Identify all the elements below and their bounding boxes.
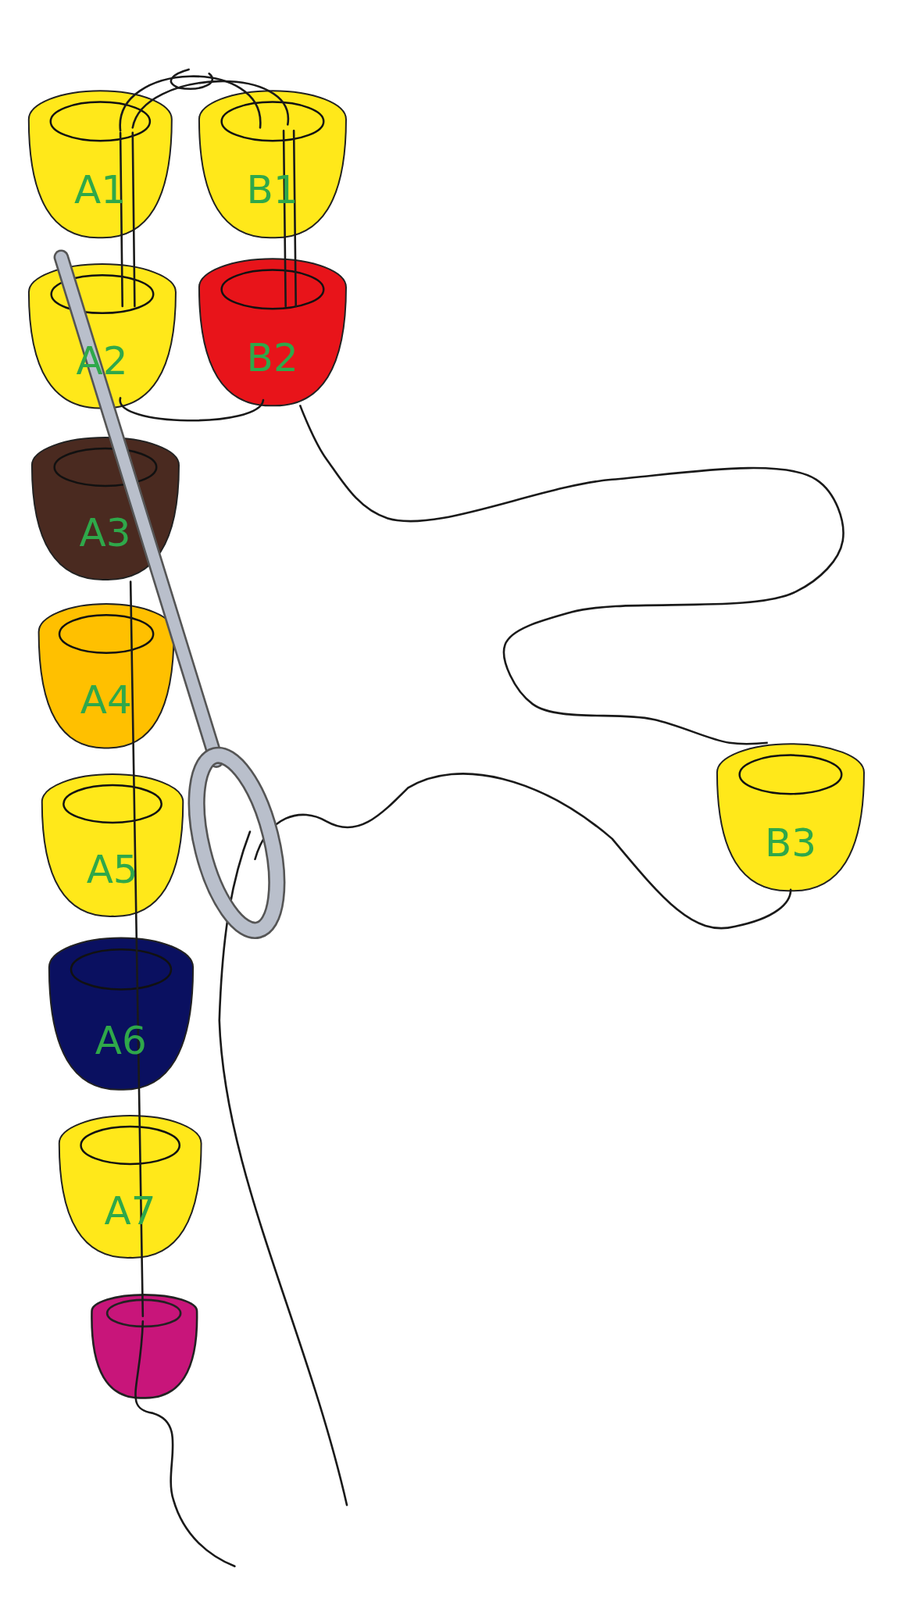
magenta-bead <box>91 1294 197 1398</box>
thread <box>120 76 261 132</box>
bead: A6 <box>46 933 197 1092</box>
bead-shape <box>714 739 868 893</box>
bead-label: B1 <box>246 170 299 210</box>
thread <box>254 773 791 929</box>
bead: A5 <box>39 770 186 918</box>
bead-shape <box>196 254 350 408</box>
thread <box>299 404 844 744</box>
bead-shape <box>39 770 186 918</box>
bead-shape <box>25 260 179 411</box>
bead: A3 <box>28 433 183 582</box>
thread <box>120 397 264 421</box>
bead-label: A4 <box>80 680 133 720</box>
bead: B1 <box>196 86 350 240</box>
bead-label: A3 <box>79 513 132 553</box>
bead-shape <box>196 86 350 240</box>
bead-label: A5 <box>86 849 139 890</box>
thread <box>219 831 347 1505</box>
bead-shape <box>35 599 177 750</box>
bead-label: A1 <box>74 170 126 210</box>
thread <box>130 582 143 1317</box>
bead-label: B3 <box>764 823 817 863</box>
bead-shape <box>46 933 197 1092</box>
thread <box>132 81 289 128</box>
thread <box>135 1321 235 1566</box>
needle <box>60 257 293 939</box>
bead-label: A2 <box>76 341 129 381</box>
bead-shape <box>25 86 175 240</box>
bead-label: B2 <box>246 338 299 378</box>
bead-shape <box>56 1111 204 1260</box>
thread <box>283 130 286 307</box>
bead-label: A6 <box>95 1021 147 1061</box>
thread <box>171 69 213 90</box>
bead: A1 <box>25 86 175 240</box>
bead-label: A7 <box>103 1191 156 1231</box>
bead: A2 <box>25 260 179 411</box>
bead: B2 <box>196 254 350 408</box>
bead: B3 <box>714 739 868 893</box>
bead-shape <box>28 433 183 582</box>
bead: A4 <box>35 599 177 750</box>
bead: A7 <box>56 1111 204 1260</box>
thread <box>120 132 123 307</box>
thread <box>132 132 136 307</box>
thread <box>293 130 297 307</box>
